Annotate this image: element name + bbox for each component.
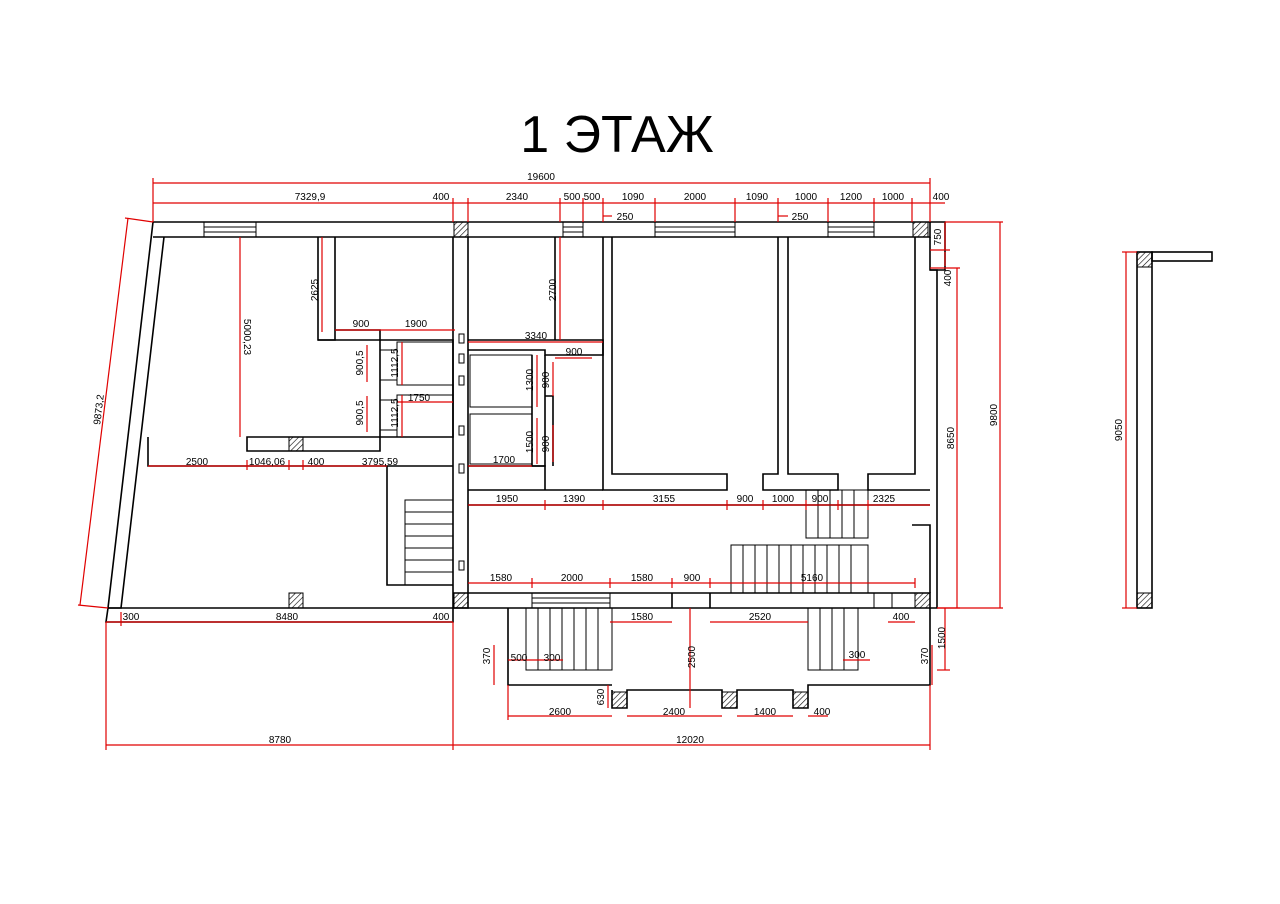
dim-label: 5000,23 [241,319,252,356]
door-markers [458,333,465,571]
dim-label: 2400 [663,707,686,718]
dim-label: 300 [849,650,866,661]
dim-label: 1090 [622,192,645,203]
dim-label: 8780 [269,735,292,746]
dim-label: 3340 [525,331,548,342]
dim-label: 900 [353,319,370,330]
dim-label: 1000 [772,494,795,505]
dim-label: 900 [541,435,552,452]
dim-label: 900,5 [355,400,366,425]
dim-label: 900 [684,573,701,584]
dim-overall-width: 19600 [527,172,555,183]
dim-label: 400 [943,269,954,286]
dim-label: 1000 [882,192,905,203]
dim-label: 1000 [795,192,818,203]
dim-label: 1046,06 [249,457,286,468]
dim-label: 3795,59 [362,457,399,468]
dim-label: 400 [893,612,910,623]
dim-label: 900 [737,494,754,505]
dim-label: 400 [433,192,450,203]
dim-label: 1580 [490,573,513,584]
dim-side-height: 9050 [1114,418,1125,441]
dim-label: 1750 [408,393,431,404]
dim-label: 750 [933,228,944,245]
columns [288,221,931,709]
dim-label: 1500 [525,430,536,453]
stair-right [730,489,869,594]
dim-label: 1580 [631,612,654,623]
dim-label: 2340 [506,192,529,203]
dim-label: 9800 [989,403,1000,426]
dim-label: 2000 [684,192,707,203]
stair-porch-left [525,607,613,671]
dim-label: 400 [308,457,325,468]
dim-label: 250 [617,212,634,223]
dim-label: 1900 [405,319,428,330]
dim-left-slant: 9873,2 [92,393,107,425]
dim-label: 5160 [801,573,824,584]
dim-label: 3155 [653,494,676,505]
dim-label: 2625 [310,278,321,301]
dim-label: 1112,5 [390,348,401,378]
dim-label: 400 [433,612,450,623]
dimension-lines [77,178,1137,750]
dim-label: 1200 [840,192,863,203]
dim-label: 8480 [276,612,299,623]
dim-label: 250 [792,212,809,223]
dim-label: 900 [812,494,829,505]
dim-label: 1500 [937,626,948,649]
dim-label: 630 [596,688,607,705]
dim-label: 2500 [687,645,698,668]
dim-label: 1390 [563,494,586,505]
dim-label: 400 [933,192,950,203]
stair-left [404,499,454,586]
dim-label: 2600 [549,707,572,718]
dim-label: 900 [541,371,552,388]
dim-label: 1580 [631,573,654,584]
dim-label: 400 [814,707,831,718]
dim-label: 2520 [749,612,772,623]
dim-label: 1400 [754,707,777,718]
dim-label: 12020 [676,735,704,746]
dim-label: 300 [123,612,140,623]
dim-label: 900 [566,347,583,358]
dim-label: 2700 [548,278,559,301]
dim-label: 900,5 [355,350,366,375]
dim-label: 370 [482,647,493,664]
dim-label: 1700 [493,455,516,466]
dim-label: 7329,9 [295,192,326,203]
side-wall-section [1136,251,1213,609]
dim-label: 500 [511,653,528,664]
dim-label: 2325 [873,494,896,505]
windows [203,221,893,609]
dim-label: 8650 [946,426,957,449]
dim-label: 370 [920,647,931,664]
dimension-labels: 19600 7329,9 400 2340 500 500 1090 2000 … [92,172,1125,746]
dim-label: 2000 [561,573,584,584]
dim-label: 500 [564,192,581,203]
plan-title: 1 ЭТАЖ [520,106,713,164]
dim-label: 1300 [525,368,536,391]
dim-label: 2500 [186,457,209,468]
dim-label: 1090 [746,192,769,203]
dim-label: 1950 [496,494,519,505]
dim-label: 1112,5 [390,398,401,428]
dim-label: 500 [584,192,601,203]
dim-label: 300 [544,653,561,664]
